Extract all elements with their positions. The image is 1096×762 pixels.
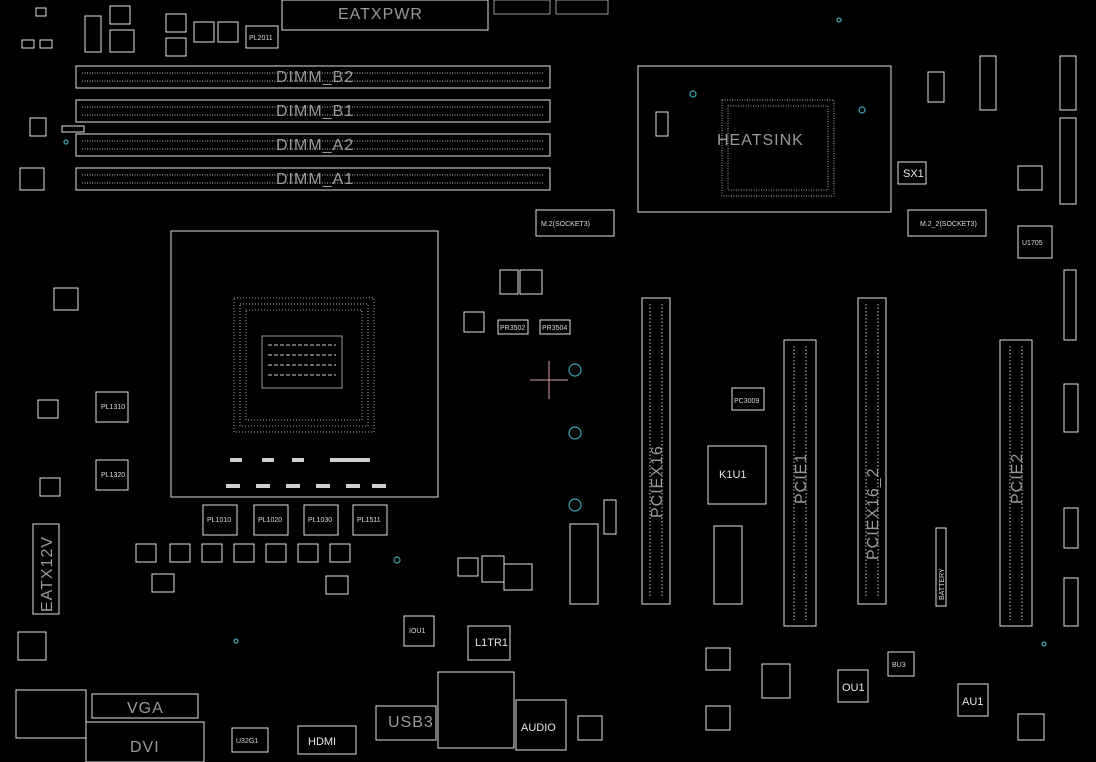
center-components: PR3502 PR3504 [463,269,617,605]
pciex16-label: PCIEX16 [649,445,666,518]
dimm-b2-label: DIMM_B2 [276,69,354,86]
eatx12v-connector: EATX12V [32,523,60,615]
dimm-a1-label: DIMM_A1 [276,171,354,188]
au1-label: AU1 [962,696,983,708]
pl2011-inductor: PL2011 [245,25,279,49]
pl1030-label: PL1030 [308,517,332,524]
dimm-a2-label: DIMM_A2 [276,137,354,154]
k1u1-label: K1U1 [719,469,747,481]
pciex16-2-label: PCIEX16_2 [865,467,882,560]
u1705-label: U1705 [1022,240,1043,247]
crosshair-marker [530,361,568,399]
m2-2-socket3-label: M.2_2(SOCKET3) [920,221,977,228]
pl1511-label: PL1511 [357,517,381,524]
bu3-label: BU3 [892,662,906,669]
k1u1-chip: K1U1 PC3009 [707,387,767,605]
io-controller-area: IOU1 L1TR1 [403,555,533,661]
eatx12v-label: EATX12V [39,536,56,612]
m2-socket3-label: M.2(SOCKET3) [541,221,590,228]
pcie2-label: PCIE2 [1009,453,1026,504]
u32g1-label: U32G1 [236,738,258,745]
sx1-component: SX1 [897,161,927,185]
pc3009-label: PC3009 [734,398,759,405]
iou1-label: IOU1 [409,628,425,635]
mounting-holes [63,17,1047,647]
bottom-right-components: OU1 AU1 BU3 [705,647,1045,741]
battery: BATTERY [935,527,947,607]
pl1320-label: PL1320 [101,472,125,479]
right-edge-headers [927,55,1079,627]
ou1-label: OU1 [842,682,865,694]
m2-connectors: M.2(SOCKET3) M.2_2(SOCKET3) [535,209,987,237]
pcie1-label: PCIE1 [793,453,810,504]
eatxpwr-connector: EATXPWR [281,0,609,31]
u1705-chip: U1705 [1017,225,1053,259]
rear-io: VGA DVI U32G1 HDMI USB3 AUDIO [15,631,603,762]
pl1310-label: PL1310 [101,404,125,411]
pcie-slots: PCIEX16 PCIE1 PCIEX16_2 PCIE2 [641,297,1033,627]
vga-label: VGA [127,700,164,717]
dimm-b1-label: DIMM_B1 [276,103,354,120]
pr3502-label: PR3502 [500,325,525,332]
battery-label: BATTERY [939,568,946,600]
hdmi-label: HDMI [308,736,336,748]
pr3504-label: PR3504 [542,325,567,332]
heatsink-label: HEATSINK [717,132,804,149]
audio-label: AUDIO [521,722,556,734]
l1tr1-label: L1TR1 [475,637,508,649]
chipset-heatsink: HEATSINK [637,65,892,213]
top-left-components [19,5,239,191]
eatxpwr-label: EATXPWR [338,6,423,23]
cpu-socket [170,230,439,498]
dimm-slots: DIMM_B2 DIMM_B1 DIMM_A2 DIMM_A1 [61,65,551,191]
pl2011-label: PL2011 [249,35,273,42]
pl1020-label: PL1020 [258,517,282,524]
usb3-label: USB3 [388,714,434,731]
dvi-label: DVI [130,739,160,756]
sx1-label: SX1 [903,168,924,180]
pl1010-label: PL1010 [207,517,231,524]
vrm-inductors: PL1310 PL1320 PL1010 PL1020 PL1030 PL151… [37,287,388,595]
